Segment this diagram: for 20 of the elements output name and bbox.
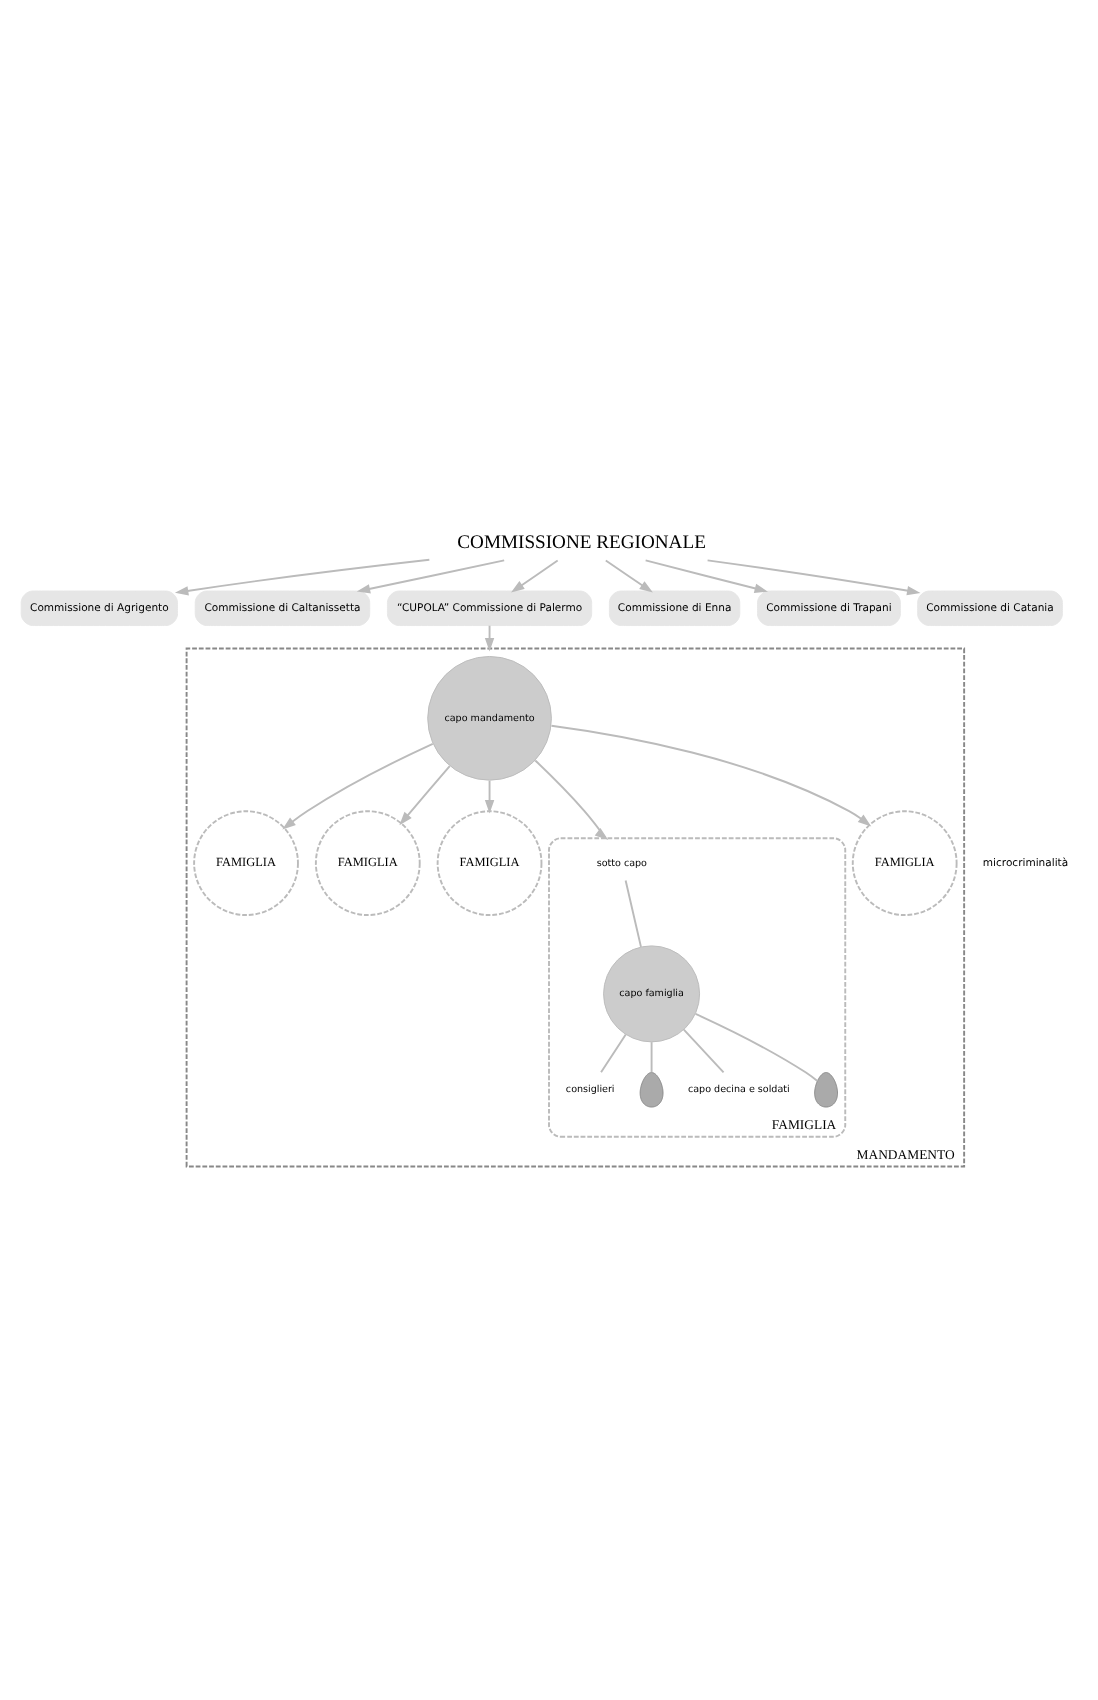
connector (650, 1041, 653, 1074)
node-person (814, 1072, 838, 1108)
arrow (484, 779, 495, 814)
arrow (706, 559, 921, 596)
node-person (639, 1072, 664, 1108)
arrow (484, 624, 495, 652)
connector (600, 1033, 627, 1074)
arrow (356, 559, 506, 594)
arrow (399, 765, 451, 826)
arrow (282, 742, 434, 830)
connector (682, 1028, 725, 1074)
arrow (550, 724, 872, 827)
connector (694, 1012, 819, 1083)
node-text: COMMISSIONE REGIONALE (457, 531, 706, 554)
arrow (174, 558, 431, 596)
arrow (534, 759, 609, 840)
arrow (644, 559, 768, 593)
arrow (604, 559, 653, 593)
connector (624, 879, 642, 948)
arrow (511, 559, 559, 593)
